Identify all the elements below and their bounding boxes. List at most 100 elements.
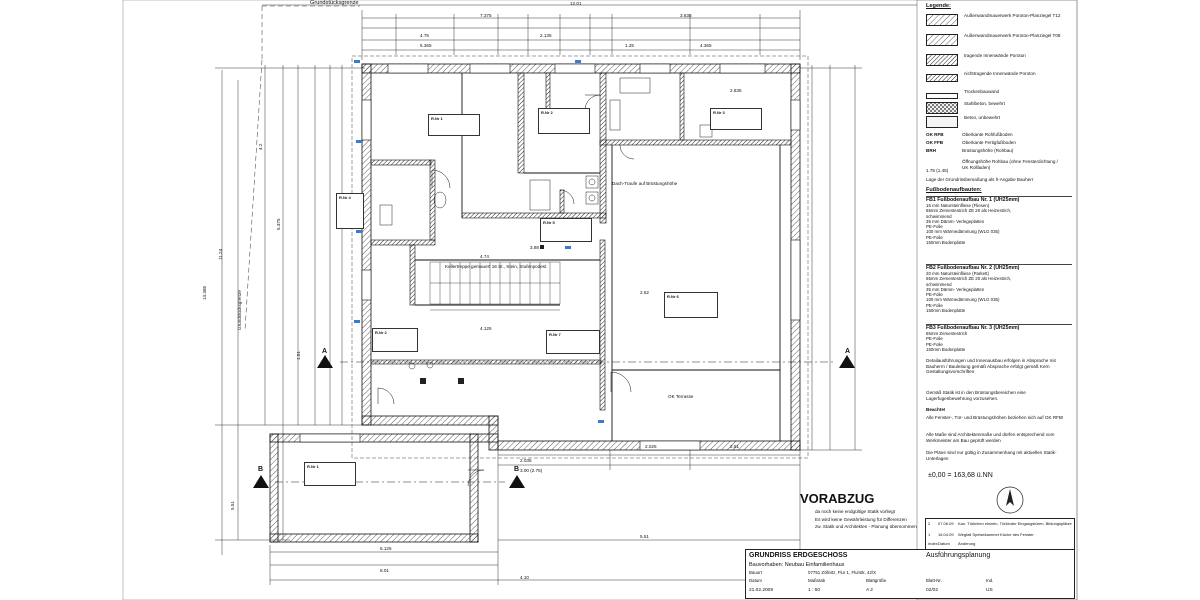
dim-top-total: 12.01 <box>570 1 582 6</box>
dim-left-5: 5.51 <box>230 501 235 510</box>
vorabzug-line-2: zw. Statik und Architekten - Planung übe… <box>815 524 917 529</box>
dim-top-1: 7.375 <box>480 13 492 18</box>
property-label-top: Grundstücksgrenze <box>310 0 359 6</box>
note-text: Beachte! <box>926 407 946 412</box>
stair-note: Kellertreppe gemauert 16 St., Stein, Stu… <box>445 264 547 269</box>
dimension-chain-top <box>262 4 917 60</box>
room-table: R.Nr 6 <box>664 292 718 318</box>
side-panel-border <box>916 0 1078 600</box>
floor-build-type: FB1 Fußbodenaufbau Nr. 1 (UH25mm) 15 mm … <box>926 196 1072 245</box>
dim-top-2: 4.75 <box>420 33 429 38</box>
dim-top-3: 2.135 <box>540 33 552 38</box>
dimension-chain-left <box>215 65 365 555</box>
note-text: Alle Maße sind Architektenmaße und dürfe… <box>926 432 1055 443</box>
project-name: Bauvorhaben: Neubau Einfamilienhaus <box>749 562 845 568</box>
bauort-value: 07751 Zöllnitz, Flur 1, Flurstk. 42/X <box>808 570 877 575</box>
dimension-chain-right <box>800 65 862 451</box>
room-table: R.Nr 1 <box>304 462 356 486</box>
legend-panel: Legende: Außenwandmauerwerk Poroton-Plan… <box>922 2 1072 450</box>
room-table: R.Nr 3 <box>710 108 762 130</box>
room-table: R.Nr 7 <box>546 330 600 354</box>
revision-table: 2 07.06.09 Kan. Türlichen einzeln, Türki… <box>925 518 1075 550</box>
plan-title: GRUNDRISS ERDGESCHOSS <box>749 552 848 559</box>
property-line <box>244 5 360 331</box>
massstab-value: 1 : 50 <box>808 588 821 593</box>
blue-annotations <box>354 60 604 423</box>
vorabzug-line-1: Es wird keine Gewährleistung für Differe… <box>815 517 907 522</box>
dim-mid-1: 4.74 <box>480 254 489 259</box>
section-b-left-label: B <box>258 466 264 473</box>
dim-bottom-4: 5.51 <box>640 534 649 539</box>
dim-left-total: 14.385 <box>202 285 207 300</box>
room-table: R.Nr 4 <box>336 193 364 229</box>
plan-phase: Ausführungsplanung <box>926 552 991 559</box>
datum-label: Datum <box>749 578 762 583</box>
elevation-reference: ±0,00 = 163,68 ü.NN <box>928 472 993 479</box>
abbr-key: OK FFB <box>926 140 944 145</box>
sample-dim: 1.75 (1.45) <box>926 168 949 173</box>
dim-left-1: 11.24 <box>218 248 223 260</box>
opening-note: Öffnungshöhe Rohbau (ohne Fensterdichtun… <box>962 159 1058 170</box>
columns <box>420 245 544 384</box>
floor-build-title: Fußbodenaufbauten: <box>926 187 982 193</box>
abbr-key: BRH <box>926 148 936 153</box>
dimension-chain-bottom <box>269 450 801 585</box>
bauort-label: Bauort <box>749 570 762 575</box>
dim-top-6: 3.635 <box>680 13 692 18</box>
fixtures <box>379 77 713 370</box>
floor-build-type: FB3 Fußbodenaufbau Nr. 3 (UH25mm) 65mm Z… <box>926 324 1072 352</box>
legend-item: Trockenbauwand <box>926 88 1072 104</box>
door-swings <box>377 94 635 487</box>
dim-mid-5: 2.035 <box>520 458 532 463</box>
roof-note: Dach-Traufe auf Brüstungshöhe <box>612 181 678 186</box>
dim-bottom-1: 8.01 <box>380 568 389 573</box>
blattgroesse-value: A 2 <box>866 588 873 593</box>
blatt-label: Blatt-Nr. <box>926 578 942 583</box>
dim-left-3: 5.375 <box>276 218 281 231</box>
note-text: Die Pläne sind nur gültig in Zusammenhan… <box>926 450 1057 461</box>
datum-value: 21.02.2009 <box>749 588 774 593</box>
legend-item: Beton, unbewehrt <box>926 114 1072 130</box>
note-text: Alle Fenster-, Tür- und Brüstungshöhen b… <box>926 415 1064 420</box>
grundriss-note: Lage der Grundrissbemaßung als h-Angabe … <box>926 177 1034 182</box>
dim-mid-2: 3.88 <box>530 245 539 250</box>
abbr-value: Oberkante Rohfußboden <box>962 132 1013 137</box>
dim-top-4: 5.365 <box>420 43 432 48</box>
abbr-value: Oberkante Fertigfußboden <box>962 140 1016 145</box>
section-lines <box>275 361 835 483</box>
room-table: R.Nr 2 <box>372 328 418 352</box>
dim-top-7: 4.365 <box>700 43 712 48</box>
dim-bottom-2: 4.10 <box>520 575 529 580</box>
partition-walls <box>415 73 781 441</box>
index-value: US <box>986 588 993 593</box>
legend-title: Legende: <box>926 3 951 9</box>
title-block: GRUNDRISS ERDGESCHOSS Ausführungsplanung… <box>745 549 1075 599</box>
section-b-right-label: B <box>514 466 520 473</box>
legend-item: Außenwandmauerwerk Poroton-Planziegel T1… <box>926 12 1072 28</box>
note-text: Gemäß Statik ist in den Brüstungsbereich… <box>926 390 1026 401</box>
legend-item: tragende Innenwände Poroton <box>926 52 1072 68</box>
blatt-value: 02/02 <box>926 588 939 593</box>
abbr-value: Brüstungshöhe (Rohbau) <box>962 148 1014 153</box>
roof-outline <box>351 55 809 459</box>
dim-bottom-3: 5.125 <box>380 546 392 551</box>
dim-top-5: 1.25 <box>625 43 634 48</box>
windows <box>299 63 801 451</box>
legend-item: nichttragende Innenwände Poroton <box>926 70 1072 86</box>
property-label-left: Grundstücksgrenze <box>237 290 242 330</box>
section-markers <box>253 355 855 488</box>
dim-left-4: 1.51 <box>296 351 301 360</box>
abbr-key: OK RFB <box>926 132 944 137</box>
stairs <box>429 261 561 311</box>
vorabzug-title: VORABZUG <box>800 491 875 506</box>
section-a-left-label: A <box>322 348 328 355</box>
room-table: R.Nr 1 <box>428 114 480 136</box>
dim-mid-3: 4.125 <box>480 326 492 331</box>
legend-item: Stahlbeton, bewehrt <box>926 100 1072 116</box>
room-table: R.Nr 5 <box>540 218 592 242</box>
dim-mid-4: 2.62 <box>640 290 649 295</box>
room-table: R.Nr 2 <box>538 108 590 134</box>
blattgroesse-label: Blattgröße <box>866 578 887 583</box>
